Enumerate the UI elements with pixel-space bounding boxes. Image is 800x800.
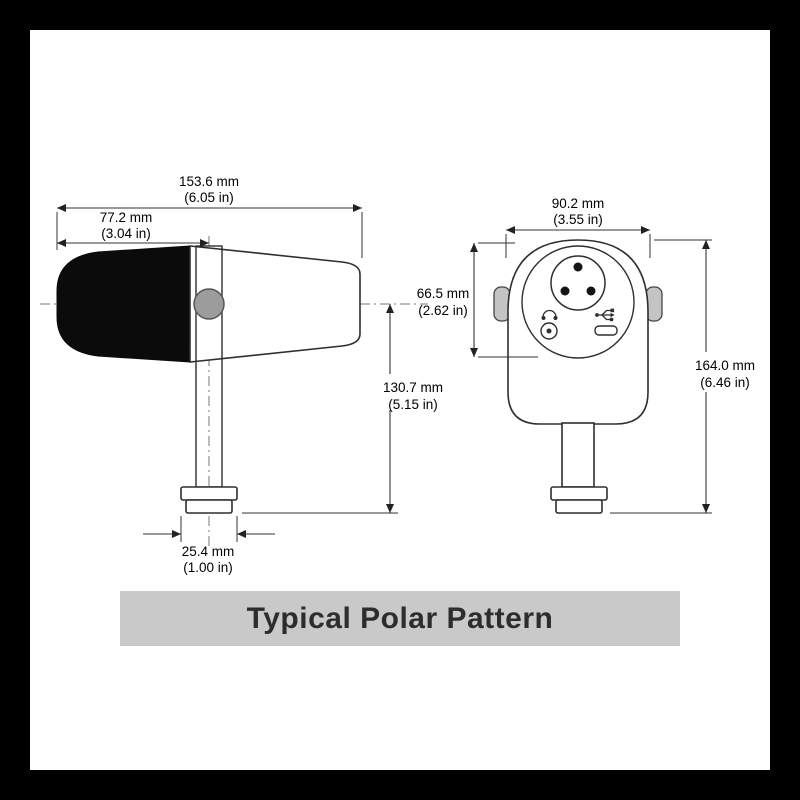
usb-trident-branch <box>601 314 610 321</box>
usb-port-icon <box>594 308 618 336</box>
yoke-pivot-knob <box>193 288 225 320</box>
dim-label-in: (2.62 in) <box>418 303 468 318</box>
rear-stand-column <box>561 422 595 488</box>
dim-panel-height: 66.5 mm (2.62 in) <box>417 242 538 358</box>
xlr-pin <box>586 286 596 296</box>
usb-trident-arrow <box>610 312 615 318</box>
dim-stand-height: 130.7 mm (5.15 in) <box>242 304 443 514</box>
dim-label-mm: 25.4 mm <box>182 544 235 559</box>
rear-base-foot <box>555 499 603 514</box>
dim-total-length: 153.6 mm (6.05 in) <box>56 174 363 258</box>
jack-hole <box>546 328 552 334</box>
headphone-jack-icon <box>540 309 558 340</box>
dim-label-in: (3.55 in) <box>553 212 603 227</box>
dim-front-length: 77.2 mm (3.04 in) <box>57 210 209 247</box>
xlr-ring <box>550 255 606 311</box>
usb-trident-dot <box>595 313 599 317</box>
stand-base-flange <box>180 486 238 501</box>
foam-windscreen <box>56 245 191 363</box>
microphone-rear-view: 90.2 mm (3.55 in) 66.5 mm (2.62 in) 164.… <box>417 196 755 514</box>
dim-total-height: 164.0 mm (6.46 in) <box>610 239 755 514</box>
usb-trident-circle <box>609 317 614 322</box>
xlr-pin <box>573 262 583 272</box>
dim-body-width: 90.2 mm (3.55 in) <box>505 196 651 258</box>
dim-label-mm: 66.5 mm <box>417 286 470 301</box>
dim-label-in: (6.05 in) <box>184 190 234 205</box>
dim-label-mm: 153.6 mm <box>179 174 239 189</box>
mic-body-cone <box>189 245 361 363</box>
rear-base-flange <box>550 486 608 501</box>
usb-socket <box>594 325 618 336</box>
headphone-earcup <box>541 316 546 320</box>
headphone-band <box>542 309 557 318</box>
dim-label-mm: 90.2 mm <box>552 196 605 211</box>
microphone-side-view: 153.6 mm (6.05 in) 77.2 mm (3.04 in) 130… <box>40 174 443 575</box>
dim-label-in: (1.00 in) <box>183 560 233 575</box>
headphone-earcup <box>553 316 558 320</box>
dim-base-width: 25.4 mm (1.00 in) <box>143 516 275 575</box>
xlr-connector-icon <box>550 255 606 311</box>
section-title: Typical Polar Pattern <box>246 601 554 635</box>
dim-label-mm: 164.0 mm <box>695 358 755 373</box>
dim-label-mm: 77.2 mm <box>100 210 153 225</box>
xlr-pin <box>560 286 570 296</box>
dim-label-in: (5.15 in) <box>388 397 438 412</box>
section-title-banner: Typical Polar Pattern <box>120 591 680 646</box>
usb-trident-square <box>610 308 615 313</box>
dim-label-in: (3.04 in) <box>101 226 151 241</box>
dim-label-mm: 130.7 mm <box>383 380 443 395</box>
usb-trident-branch <box>601 309 611 316</box>
stand-base-foot <box>185 499 233 514</box>
dim-label-in: (6.46 in) <box>700 375 750 390</box>
